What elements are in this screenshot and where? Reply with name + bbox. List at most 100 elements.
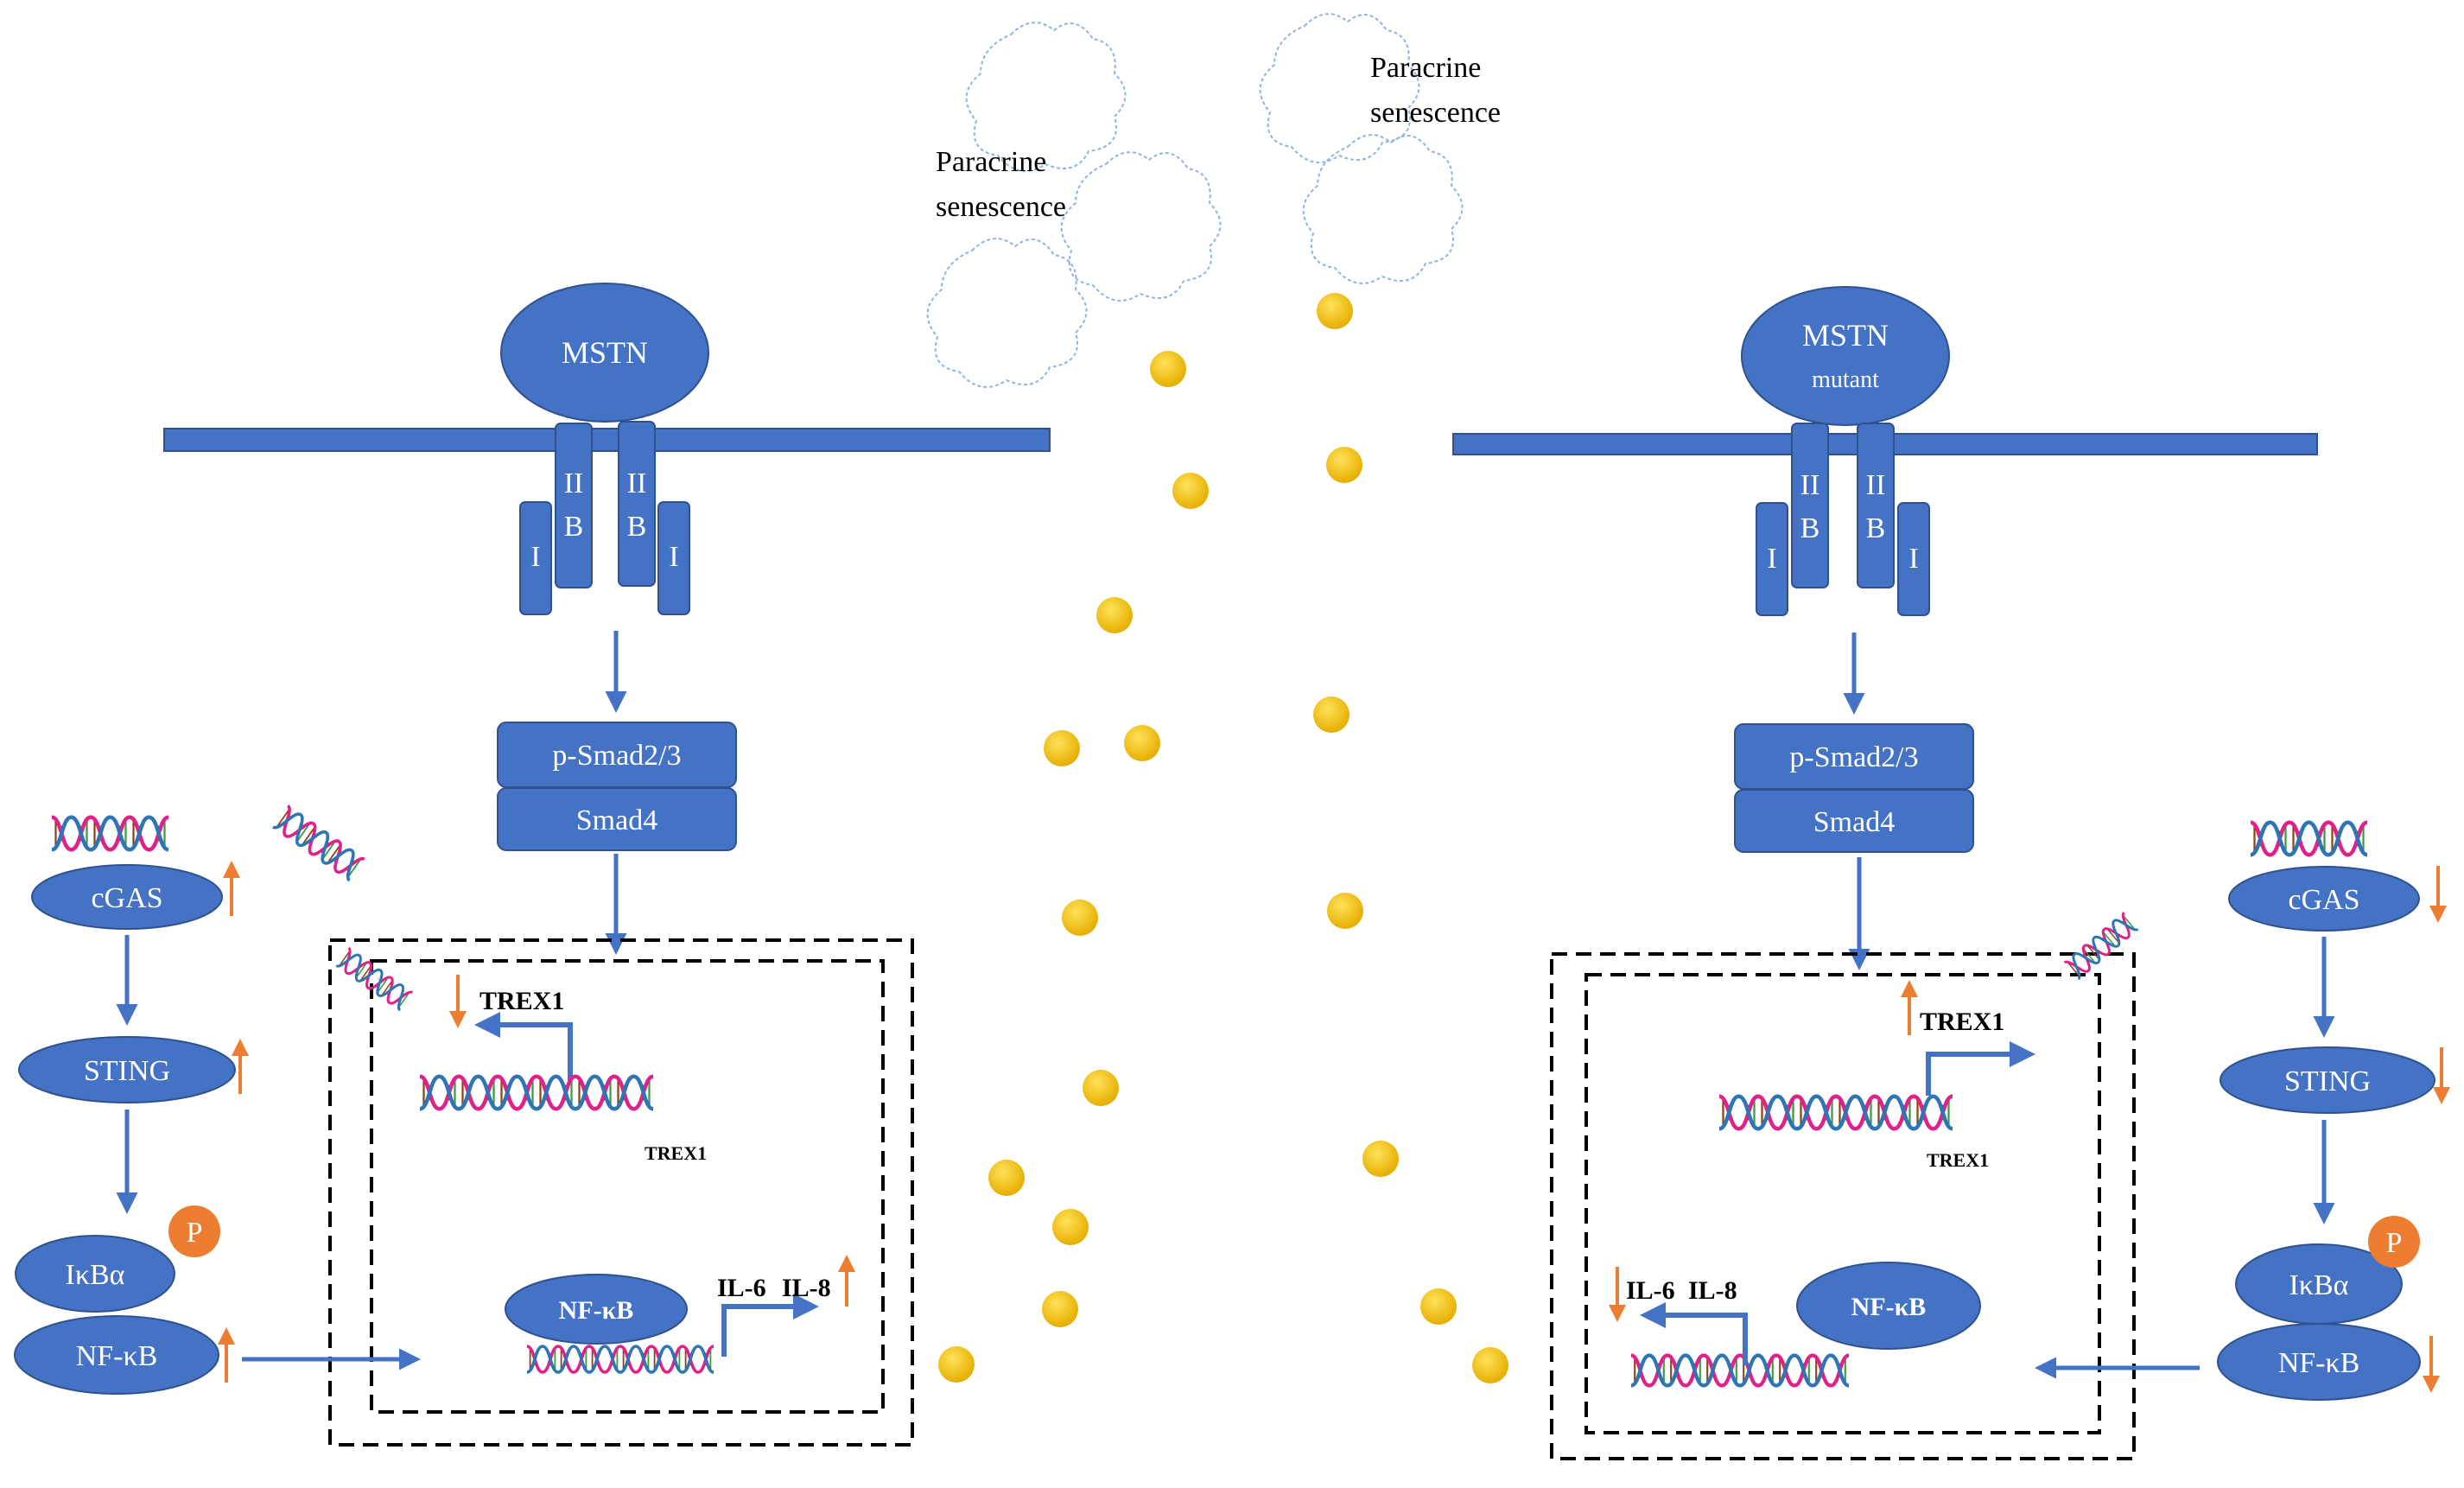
trex1-gene-label: TREX1 (1927, 1149, 1989, 1171)
il6-label: IL-6 (717, 1274, 766, 1302)
cytoplasmic-dna-fragment (273, 805, 365, 881)
receptor-label: B (627, 511, 647, 543)
cytoplasmic-dna-fragment (2065, 913, 2138, 979)
il6-label: IL-6 (1626, 1276, 1675, 1305)
nfkb-cyto-label: NF-κB (76, 1340, 158, 1372)
receptor-label: II (627, 467, 647, 499)
secreted-factor-dot (1042, 1291, 1078, 1327)
secreted-factor-dot (1172, 473, 1209, 509)
dna-on-cgas (52, 817, 168, 850)
phospho-label: P (187, 1217, 203, 1249)
il-transcription-arrow (1640, 1302, 1748, 1365)
trex1-gene-label: TREX1 (645, 1142, 707, 1164)
nfkb-cyto-label: NF-κB (2278, 1347, 2360, 1379)
cloud-shape (926, 238, 1088, 388)
receptor-label: II (1866, 469, 1886, 501)
receptor-type2-right-a (1791, 423, 1829, 588)
phospho-badge (2368, 1216, 2420, 1268)
nfkb-nuclear-node (505, 1274, 688, 1345)
trex1-dna (420, 1077, 653, 1110)
secreted-factor-dot (1052, 1209, 1089, 1245)
psmad-label: p-Smad2/3 (552, 740, 681, 772)
trex1-dna (1719, 1097, 1953, 1129)
cloud-shape (1060, 151, 1222, 302)
cgas-label: cGAS (2288, 884, 2359, 916)
il-transcription-arrow (721, 1294, 819, 1357)
receptor-label: I (1908, 543, 1918, 575)
receptor-label: B (1866, 512, 1886, 544)
il8-label: IL-8 (1688, 1276, 1737, 1305)
cytoplasmic-dna-fragment (336, 948, 412, 1010)
secreted-factor-dot (1096, 597, 1133, 633)
sting-label: STING (84, 1055, 170, 1087)
right-cell: MSTN mutant II B II B I I p-Smad2/3 Smad… (1452, 286, 2450, 1460)
secreted-factor-dot (1326, 447, 1362, 483)
secreted-factor-dot (1044, 730, 1080, 766)
sting-label: STING (2284, 1065, 2371, 1097)
nfkb-nuclear-label: NF-κB (559, 1296, 634, 1325)
mstn-mutant-ligand (1741, 286, 1950, 426)
secreted-factor-dot (1083, 1070, 1119, 1106)
nfkb-nuclear-node (1796, 1262, 1981, 1350)
secreted-factor-dot (1472, 1347, 1508, 1383)
paracrine-label-right-1: Paracrine (1370, 52, 1481, 84)
receptor-label: II (1800, 469, 1820, 501)
cgas-node (2228, 866, 2420, 932)
nucleus-outer (1550, 952, 2136, 1460)
receptor-type1-right-b (1897, 502, 1930, 616)
receptor-label: I (530, 541, 540, 573)
receptor-label: II (564, 467, 584, 499)
ikba-label: IκBα (2289, 1269, 2349, 1301)
secreted-factor-dot (1150, 351, 1186, 387)
nfkb-cyto-node (14, 1315, 219, 1395)
secreted-factor-dot (1062, 900, 1098, 936)
cloud-shape (1259, 13, 1420, 163)
secreted-factor-dot (1124, 725, 1160, 761)
ikba-label: IκBα (66, 1259, 125, 1291)
trex1-transcription-arrow (1926, 1041, 2035, 1096)
receptor-type1-right-a (1756, 502, 1788, 616)
trex1-label: TREX1 (1920, 1008, 2004, 1036)
receptor-type2-left-a (555, 423, 593, 588)
smad4-box (1734, 789, 1974, 853)
smad4-label: Smad4 (1813, 806, 1895, 838)
nucleus-outer (328, 938, 914, 1447)
secreted-factor-dot (1362, 1141, 1399, 1177)
receptor-label: B (564, 511, 584, 543)
receptor-type2-left-b (618, 421, 656, 587)
receptor-type1-left-b (657, 501, 690, 615)
cloud-shape (965, 22, 1127, 172)
phospho-badge (168, 1205, 220, 1257)
secreted-factor-dot (1327, 893, 1363, 929)
mstn-mutant-label: MSTN (1802, 318, 1889, 353)
paracrine-label-left-1: Paracrine (936, 146, 1046, 178)
sting-node (2220, 1046, 2435, 1114)
phospho-label: P (2386, 1227, 2403, 1259)
nucleus-inner (370, 959, 885, 1414)
dna-on-cgas (2251, 823, 2367, 855)
left-cell: MSTN II B II B I I p-Smad2/3 Smad4 (14, 283, 1051, 1447)
trex1-label: TREX1 (479, 987, 564, 1015)
paracrine-label-right-2: senescence (1370, 97, 1501, 129)
secreted-factor-dot (938, 1346, 975, 1383)
receptor-label: B (1800, 512, 1820, 544)
receptor-label: I (669, 541, 678, 573)
mstn-label: MSTN (562, 335, 648, 370)
trex1-transcription-arrow (474, 1012, 573, 1080)
cell-membrane-left (163, 428, 1051, 452)
cgas-node (31, 864, 223, 930)
mstn-mutant-sublabel: mutant (1812, 366, 1879, 393)
secreted-factor-dot (1317, 293, 1353, 329)
receptor-type2-right-b (1857, 423, 1895, 588)
secreted-factors (938, 293, 1508, 1383)
receptor-label: I (1767, 543, 1776, 575)
nucleus-inner (1584, 973, 2101, 1434)
smad4-label: Smad4 (576, 804, 657, 836)
paracrine-label-left-2: senescence (936, 191, 1066, 223)
secreted-factor-dot (1420, 1288, 1457, 1325)
psmad-label: p-Smad2/3 (1789, 741, 1918, 773)
nfkb-nuclear-label: NF-κB (1851, 1293, 1927, 1321)
il8-label: IL-8 (782, 1274, 831, 1302)
nfkb-cyto-node (2217, 1323, 2421, 1401)
ikba-node (15, 1235, 175, 1313)
